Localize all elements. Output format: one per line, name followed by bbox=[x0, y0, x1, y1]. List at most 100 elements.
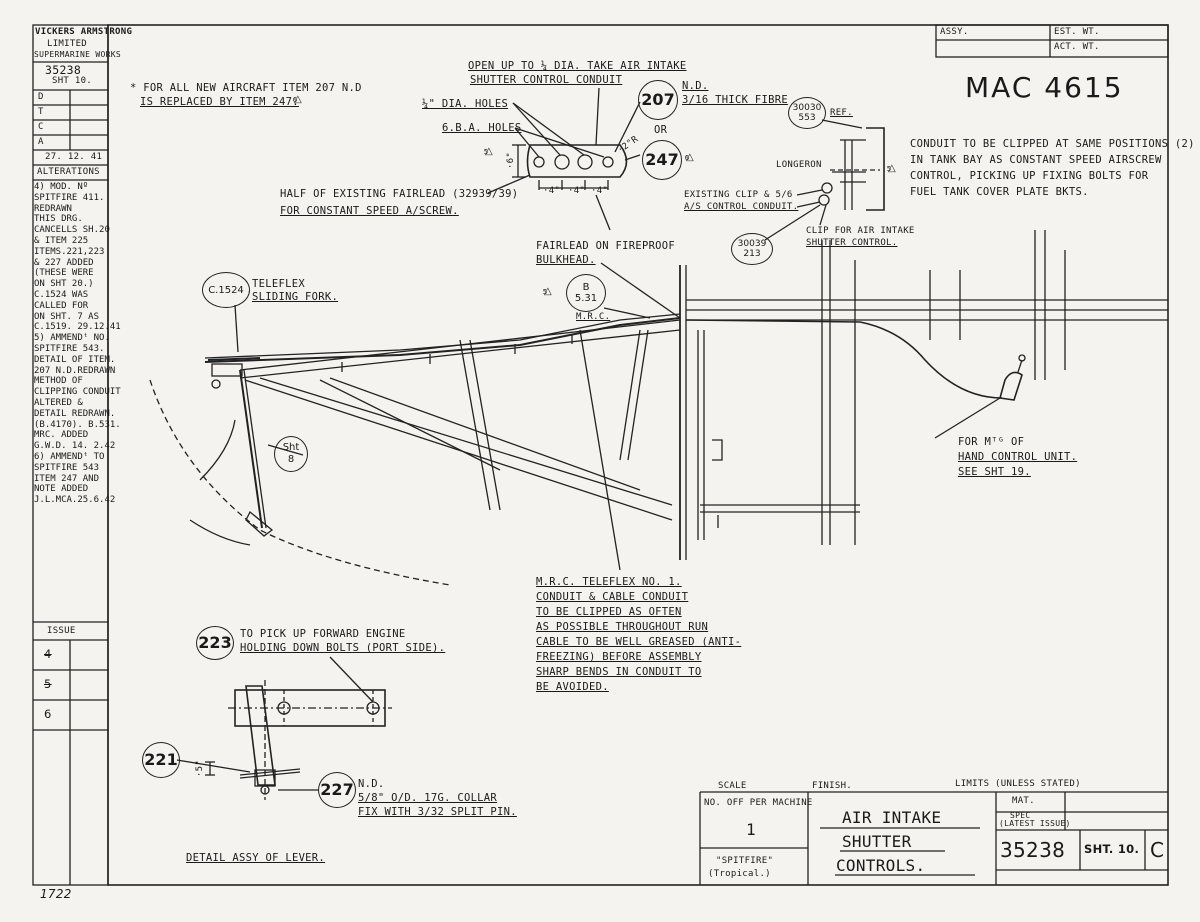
item-247-balloon: 247 bbox=[642, 140, 682, 180]
dtca-d: D bbox=[38, 92, 44, 102]
mrc-note-line-3: to be clipped as often bbox=[536, 606, 682, 618]
issue-6: 6 bbox=[44, 707, 52, 721]
quantity-value: 1 bbox=[746, 820, 756, 839]
longeron-label: Longeron bbox=[776, 160, 822, 170]
title-line-2: Shutter bbox=[842, 832, 912, 851]
mat-label: Mat. bbox=[1012, 796, 1035, 806]
mrc-note-line-5: Cable to be well greased (Anti- bbox=[536, 636, 742, 648]
fairlead-or: or bbox=[654, 124, 668, 136]
fairlead-open-up-1: Open up to ¼ Dia. take air intake bbox=[468, 60, 687, 72]
cable-to-hand-unit bbox=[685, 319, 1003, 399]
mrc-note-line-6: freezing) before assembly bbox=[536, 651, 702, 663]
no-off-label: No. Off per Machine bbox=[704, 798, 813, 808]
tropical-label: (Tropical.) bbox=[708, 869, 771, 879]
corner-number: 1722 bbox=[40, 887, 72, 901]
revision-triangle-5b: △5 bbox=[886, 163, 896, 174]
est-wt-label: Est. Wt. bbox=[1054, 27, 1100, 37]
item-227-collar: 5/8" O/D. 17G. Collar bbox=[358, 792, 498, 804]
revision-triangle-5a: △5 bbox=[483, 146, 493, 157]
fairlead-quarter-holes: ¼" Dia. Holes bbox=[422, 98, 509, 110]
title-line-1: Air Intake bbox=[842, 808, 942, 827]
company-line2: Limited bbox=[47, 39, 88, 49]
half-existing-fairlead-2: for Constant Speed A/Screw. bbox=[280, 205, 459, 217]
revision-letter: C bbox=[1150, 838, 1165, 862]
title-line-3: Controls. bbox=[836, 856, 926, 875]
teleflex-label-1: Teleflex bbox=[252, 278, 305, 290]
mrc-note-line-1: M.R.C. Teleflex No. 1. bbox=[536, 576, 682, 588]
limits-label: Limits (Unless stated) bbox=[955, 779, 1081, 789]
item-227-nd: N.D. bbox=[358, 778, 385, 790]
fairlead-bulkhead-2: Bulkhead. bbox=[536, 254, 596, 266]
company-line3: Supermarine Works bbox=[34, 50, 121, 59]
scale-label: Scale bbox=[718, 781, 747, 791]
issue-5: 5 bbox=[44, 677, 52, 691]
pick-up-note-1: To pick up forward engine bbox=[240, 628, 406, 640]
conduit-note-1: Conduit to be clipped at same positions … bbox=[910, 138, 1195, 150]
drawing-number: 35238 bbox=[1000, 838, 1066, 862]
revision-triangle-6b: △6 bbox=[684, 152, 694, 163]
finish-label: Finish. bbox=[812, 781, 853, 791]
alterations-label: Alterations bbox=[37, 167, 100, 177]
spitfire-label: "Spitfire" bbox=[716, 856, 774, 866]
conduit-note-2: in tank bay as constant speed airscrew bbox=[910, 154, 1162, 166]
item-227-balloon: 227 bbox=[318, 772, 356, 808]
mrc-cable bbox=[204, 317, 681, 363]
dtca-c: C bbox=[38, 122, 44, 132]
dim-five: ·5" bbox=[195, 759, 206, 778]
conduit-note-4: fuel tank cover plate bkts. bbox=[910, 186, 1089, 198]
item-207-nd: N.D. bbox=[682, 80, 709, 92]
detail-caption: Detail Assy of Lever. bbox=[186, 852, 326, 864]
tank-bay-structure bbox=[686, 230, 1168, 545]
item-223-balloon: 223 bbox=[196, 626, 234, 660]
fairlead-plate bbox=[526, 144, 628, 178]
dim-height: ·6" bbox=[506, 151, 517, 170]
clip-detail bbox=[764, 119, 885, 241]
note-item-replaced-2: is replaced by item 247. bbox=[140, 96, 299, 108]
pick-up-note-2: holding down bolts (Port side). bbox=[240, 642, 446, 654]
assy-label: Assy. bbox=[940, 27, 969, 37]
fairlead-6ba-holes: 6.B.A. Holes bbox=[442, 122, 522, 134]
act-wt-label: Act. Wt. bbox=[1054, 42, 1100, 52]
dtca-t: T bbox=[38, 107, 44, 117]
issue-label: Issue bbox=[47, 626, 76, 636]
alterations-text: 4) Mod. Nº Spitfire 411. Redrawn This Dr… bbox=[34, 182, 121, 506]
clip-air-intake-2: shutter control. bbox=[806, 238, 898, 248]
lever-detail bbox=[176, 656, 392, 800]
mrc-note-line-4: as possible throughout run bbox=[536, 621, 709, 633]
mrc-label: M.R.C. bbox=[576, 312, 611, 322]
teleflex-label-2: Sliding Fork. bbox=[252, 291, 339, 303]
clip-ref: Ref. bbox=[830, 108, 853, 118]
hand-control-lever bbox=[998, 371, 1023, 401]
spec-label: Spec bbox=[1010, 811, 1031, 820]
hand-unit-3: See Sht 19. bbox=[958, 466, 1031, 478]
dim-width-1: ·4" bbox=[543, 186, 561, 196]
revision-triangle-6a: △6 bbox=[292, 94, 302, 105]
item-207-fibre: 3/16 Thick Fibre bbox=[682, 94, 788, 106]
half-existing-fairlead-1: Half of existing fairlead (32939/39) bbox=[280, 188, 519, 200]
mac-number: MAC 4615 bbox=[965, 71, 1124, 104]
drawing-sheet-label: Sht. 10. bbox=[1084, 842, 1140, 856]
fairlead-open-up-2: shutter control conduit bbox=[470, 74, 623, 86]
fairlead-bulkhead-1: Fairlead on Fireproof bbox=[536, 240, 676, 252]
c1524-balloon: C.1524 bbox=[202, 272, 250, 308]
dim-width-3: ·4" bbox=[591, 186, 609, 196]
item-207-balloon: 207 bbox=[638, 80, 678, 120]
company-name: Vickers Armstrong bbox=[35, 27, 133, 37]
item-227-fix: Fix with 3/32 Split Pin. bbox=[358, 806, 517, 818]
hand-unit-2: Hand Control Unit. bbox=[958, 451, 1078, 463]
side-sheet-number: 35238 bbox=[45, 63, 82, 77]
mrc-note-line-2: Conduit & cable conduit bbox=[536, 591, 689, 603]
clip-air-intake-1: Clip for air intake bbox=[806, 226, 915, 236]
issue-4: 4 bbox=[44, 647, 52, 661]
drawing-date: 27. 12. 41 bbox=[45, 152, 103, 162]
dim-width-2: ·4" bbox=[568, 186, 586, 196]
note-item-replaced-1: * For all new aircraft item 207 N.D bbox=[130, 82, 362, 94]
item-221-balloon: 221 bbox=[142, 742, 180, 778]
existing-clip-2: A/S control conduit. bbox=[684, 202, 799, 212]
